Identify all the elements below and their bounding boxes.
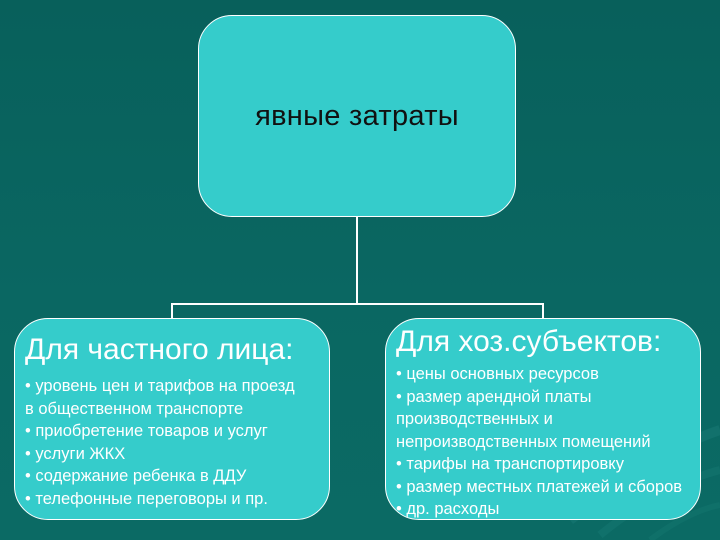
list-item: непроизводственных помещений	[396, 432, 651, 451]
list-item: • размер арендной платы	[396, 387, 592, 406]
branch-title: Для частного лица:	[25, 333, 294, 366]
branch-node-private-person: Для частного лица: • уровень цен и тариф…	[14, 318, 330, 520]
list-item: производственных и	[396, 410, 553, 428]
root-node: явные затраты	[198, 15, 516, 217]
branch-list: • уровень цен и тарифов на проезд в обще…	[25, 375, 295, 510]
branch-list: • цены основных ресурсов • размер арендн…	[396, 363, 683, 519]
connector-left-drop	[171, 303, 173, 319]
list-item: • телефонные переговоры и пр.	[25, 489, 268, 508]
connector-vertical-main	[356, 217, 358, 304]
branch-node-business-entities: Для хоз.субъектов: • цены основных ресур…	[385, 318, 701, 520]
root-node-label: явные затраты	[255, 99, 459, 132]
list-item: • цены основных ресурсов	[396, 365, 599, 383]
list-item: • тарифы на транспортировку	[396, 455, 624, 473]
connector-right-drop	[542, 303, 544, 319]
list-item: • др. расходы	[396, 500, 500, 518]
list-item: • приобретение товаров и услуг	[25, 422, 268, 440]
list-item: • услуги ЖКХ	[25, 444, 126, 463]
list-item: в общественном транспорте	[25, 399, 244, 418]
list-item: • содержание ребенка в ДДУ	[25, 467, 247, 485]
branch-title: Для хоз.субъектов:	[396, 325, 662, 358]
list-item: • уровень цен и тарифов на проезд	[25, 377, 295, 395]
connector-horizontal	[171, 303, 544, 305]
list-item: • размер местных платежей и сборов	[396, 477, 683, 496]
